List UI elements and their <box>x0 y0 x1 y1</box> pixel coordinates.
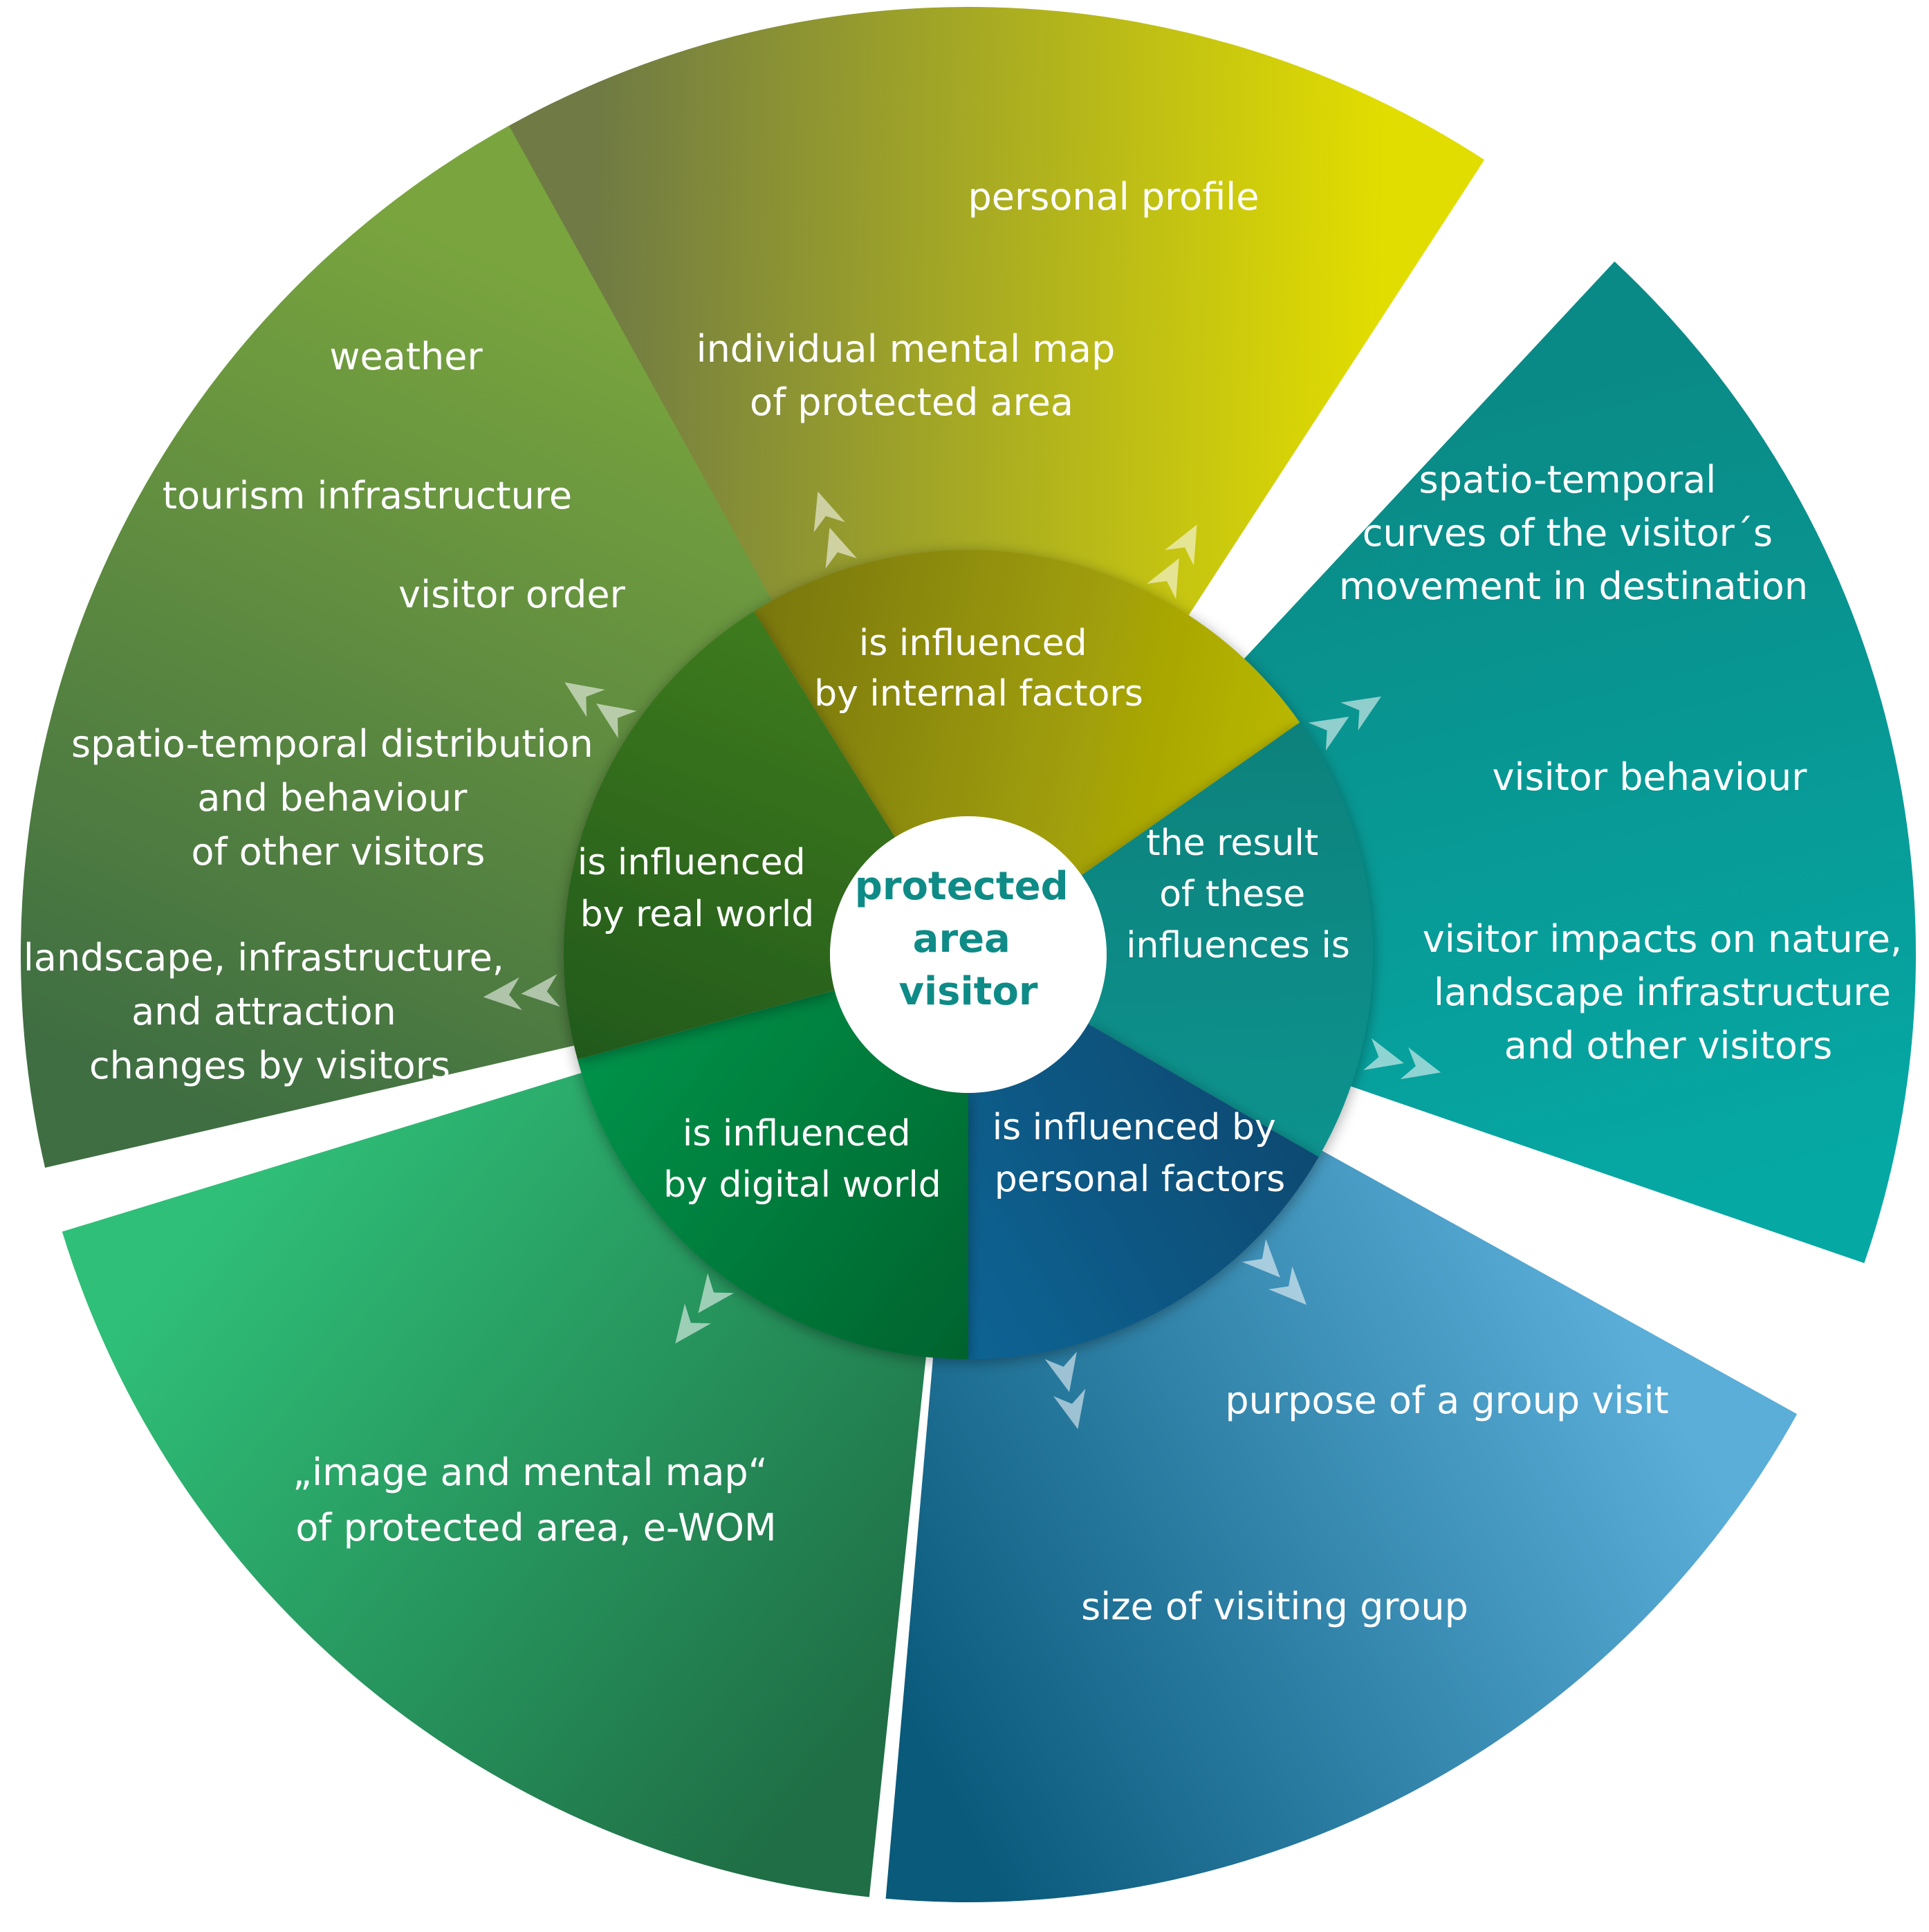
item-line: landscape, infrastructure, <box>24 936 504 979</box>
item-visitor-impacts: visitor impacts on nature, landscape inf… <box>1423 917 1914 1067</box>
inner-label-result: the result of these influences is <box>1126 822 1350 966</box>
inner-segment-result <box>1081 722 1374 1157</box>
center-label-line: area <box>913 917 1010 962</box>
inner-label-line: by real world <box>580 894 815 935</box>
outward-arrow-icon <box>1363 1038 1404 1070</box>
center-label-line: visitor <box>898 969 1037 1014</box>
inner-segment-personal <box>968 1024 1319 1359</box>
svg-text:protected area: protected area visitor <box>855 864 1082 1014</box>
arrow-layer <box>483 491 1441 1429</box>
inner-label-line: personal factors <box>995 1159 1286 1200</box>
inner-label-line: is influenced by <box>993 1107 1276 1148</box>
item-tourism-infrastructure: tourism infrastructure <box>163 474 572 517</box>
center-circle <box>830 816 1107 1093</box>
item-line: of protected area <box>750 380 1073 424</box>
item-purpose-of-group-visit: purpose of a group visit <box>1225 1379 1668 1422</box>
item-line: visitor order <box>398 573 625 616</box>
item-line: spatio-temporal distribution <box>71 722 593 766</box>
item-line: of other visitors <box>192 830 486 874</box>
outward-arrow-icon <box>1147 558 1179 600</box>
item-line: and behaviour <box>197 776 468 820</box>
item-landscape-changes: landscape, infrastructure, and attractio… <box>24 936 516 1087</box>
outer-segment-real <box>21 125 786 1168</box>
item-visitor-order: visitor order <box>398 573 625 616</box>
outward-arrow-icon <box>564 682 605 717</box>
item-individual-mental-map: individual mental map of protected area <box>696 327 1127 424</box>
item-line: landscape infrastructure <box>1434 970 1891 1014</box>
inner-ring <box>564 550 1374 1359</box>
inner-label-line: by digital world <box>663 1164 941 1206</box>
outward-arrow-icon <box>813 491 845 533</box>
item-line: and other visitors <box>1504 1024 1832 1067</box>
item-line: visitor impacts on nature, <box>1423 917 1902 961</box>
outward-arrow-icon <box>1400 1047 1441 1080</box>
item-line: and attraction <box>131 990 396 1033</box>
outward-arrow-icon <box>1044 1352 1077 1392</box>
center-label-line: protected <box>855 864 1069 909</box>
inner-label-digital: is influenced by digital world <box>663 1113 941 1206</box>
item-weather: weather <box>329 335 483 378</box>
outward-arrow-icon <box>1164 524 1197 566</box>
inner-labels: is influenced by internal factors the re… <box>578 623 1350 1206</box>
outward-arrow-icon <box>521 974 560 1007</box>
item-line: size of visiting group <box>1081 1585 1468 1628</box>
item-line: purpose of a group visit <box>1225 1379 1668 1422</box>
inner-label-line: influences is <box>1126 925 1350 966</box>
item-line: curves of the visitor´s <box>1363 511 1773 555</box>
item-line: tourism infrastructure <box>163 474 572 517</box>
inner-label-line: is influenced <box>859 623 1087 664</box>
outward-arrow-icon <box>483 977 522 1011</box>
item-line: spatio-temporal <box>1419 458 1717 502</box>
outward-arrow-icon <box>1268 1266 1307 1305</box>
item-line: weather <box>329 335 483 378</box>
item-line: changes by visitors <box>89 1044 450 1087</box>
item-image-and-mental-map: „image and mental map“ of protected area… <box>293 1451 779 1549</box>
outward-arrow-icon <box>1340 696 1382 730</box>
outer-ring <box>21 7 1916 1902</box>
outer-segment-internal <box>495 7 1485 638</box>
item-personal-profile: personal profile <box>968 175 1259 219</box>
outward-arrow-icon <box>675 1303 712 1344</box>
outer-segment-digital <box>62 1065 930 1897</box>
inner-label-line: the result <box>1146 822 1318 864</box>
inner-label-personal: is influenced by personal factors <box>993 1107 1288 1200</box>
item-line: of protected area, e-WOM <box>295 1506 776 1549</box>
outward-arrow-icon <box>1308 717 1349 751</box>
inner-label-line: is influenced <box>683 1113 911 1154</box>
outward-arrow-icon <box>825 527 857 569</box>
outer-segment-result <box>1225 261 1916 1264</box>
inner-label-line: is influenced <box>578 842 806 883</box>
outward-arrow-icon <box>1053 1388 1086 1429</box>
outward-arrow-icon <box>596 703 637 739</box>
inner-segment-real <box>564 611 896 1060</box>
inner-label-line: by internal factors <box>814 673 1143 715</box>
inner-label-line: of these <box>1159 874 1305 915</box>
item-visitor-behaviour: visitor behaviour <box>1493 755 1808 799</box>
item-line: „image and mental map“ <box>293 1451 768 1494</box>
inner-label-internal: is influenced by internal factors <box>814 623 1143 715</box>
item-line: movement in destination <box>1339 564 1808 608</box>
outward-arrow-icon <box>698 1273 735 1314</box>
item-line: personal profile <box>968 175 1259 219</box>
item-line: visitor behaviour <box>1493 755 1808 799</box>
outer-labels: personal profile individual mental map o… <box>24 175 1914 1628</box>
inner-label-real: is influenced by real world <box>578 842 817 935</box>
inner-segment-internal <box>753 550 1300 876</box>
item-spatio-temporal-curves: spatio-temporal curves of the visitor´s … <box>1339 458 1808 608</box>
outward-arrow-icon <box>1242 1239 1280 1278</box>
item-line: individual mental map <box>696 327 1116 371</box>
inner-segment-digital <box>577 990 968 1359</box>
item-spatio-temporal-distribution: spatio-temporal distribution and behavio… <box>71 722 605 874</box>
center-hub: protected area visitor <box>830 816 1107 1093</box>
item-size-of-visiting-group: size of visiting group <box>1081 1585 1468 1628</box>
